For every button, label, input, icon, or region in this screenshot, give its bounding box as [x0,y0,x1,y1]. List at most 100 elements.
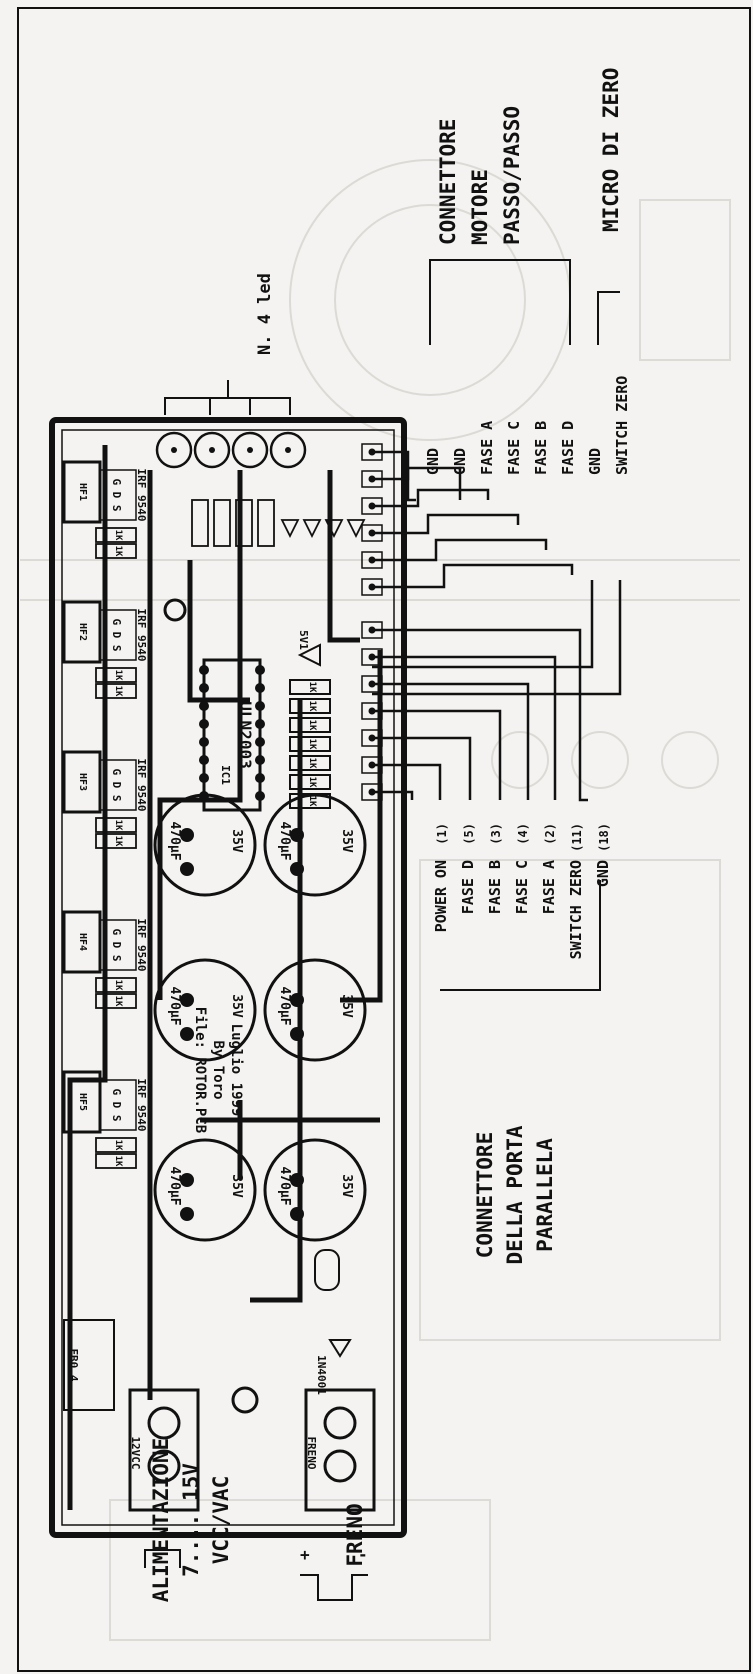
resistor-value: 1K [307,796,317,807]
led [155,431,193,469]
resistor [95,977,137,993]
motor-pin-label: GND [424,448,442,475]
fuse-label: FB0,4 [67,1348,80,1381]
ic-pin [199,791,209,801]
resistor-value: 1K [113,686,123,697]
header-pad [368,583,376,591]
resistor-value: 1K [307,701,317,712]
power-supply-label: ALIMENTAZIONE [149,1438,173,1602]
ic-pin [199,719,209,729]
resistor [95,543,137,559]
parallel-signal-name: POWER ON [432,860,450,932]
parallel-signal-name: FASE C [513,860,531,914]
mosfet-pins: G D S [110,618,123,651]
ic-pin [199,665,209,675]
header-pin [361,648,383,666]
motor-connector-title: PASSO/PASSO [500,106,524,245]
zero-bracket-left [597,291,620,345]
parallel-port-wires [372,628,588,802]
led-pad [171,447,177,453]
parallel-signal-name: FASE D [459,860,477,914]
motor-connector-wires [372,450,622,696]
terminal-block-freno [304,1388,376,1512]
capacitor-value: 470µF [167,986,182,1025]
screw-terminal [147,1449,181,1483]
led-pad [285,447,291,453]
capacitor-pad [290,1027,304,1041]
capacitor-pad [180,1027,194,1041]
ic-pin [199,755,209,765]
mosfet-ref: HF2 [77,623,88,641]
capacitor [153,958,257,1062]
header-pin [361,729,383,747]
ic-part-label: ULN2003 [236,701,255,768]
diode-icon [280,519,300,539]
ic-pin [255,737,265,747]
motor-connector-title: MOTORE [468,169,492,245]
header-pad [368,707,376,715]
header-pad [368,448,376,456]
capacitor-voltage: 35V [229,1174,244,1198]
motor-pin-label: FASE A [478,421,496,475]
header-pin [361,756,383,774]
capacitor-voltage: 35V [339,1174,354,1198]
parallel-pin-number: (4) [516,823,530,845]
pcb-traces [67,445,383,1510]
parallel-bracket [440,880,601,991]
capacitor-value: 470µF [277,986,292,1025]
capacitor-voltage: 35V [229,994,244,1018]
capacitor-pad [290,993,304,1007]
minus-sign: - [358,1545,368,1564]
resistor [257,499,275,547]
resistor-value: 1K [113,670,123,681]
header-pin [361,675,383,693]
capacitor-pad [290,862,304,876]
mosfet-heatsink [99,759,137,811]
motor-bracket [429,259,571,345]
mosfet-pins: G D S [110,928,123,961]
resistor-value: 1K [307,777,317,788]
header-pad [368,734,376,742]
resistor-value: 1K [113,1140,123,1151]
capacitor-pad [180,828,194,842]
capacitor-value: 470µF [167,821,182,860]
parallel-connector-title: DELLA PORTA [503,1125,527,1264]
header-pad [368,653,376,661]
mosfet-ref: HF4 [77,933,88,951]
ic-pin [255,701,265,711]
zener-diode-icon [297,643,321,667]
resistor [95,833,137,849]
mosfet-pins: G D S [110,478,123,511]
ic-pin [199,737,209,747]
ic-pin [255,683,265,693]
power-supply-label: 7.... 15V [179,1463,203,1577]
terminal-12v-label: 12VCC [129,1436,142,1469]
header-pin [361,551,383,569]
resistor [289,717,331,733]
resistor [95,527,137,543]
mosfet-heatsink [99,609,137,661]
capacitor-pad [180,993,194,1007]
capacitor-value: 470µF [167,1166,182,1205]
led-pad [209,447,215,453]
mosfet-heatsink [99,919,137,971]
fuse-holder [63,1319,115,1411]
resistor [95,993,137,1009]
zero-pin-label: GND [586,448,604,475]
resistor-value: 1K [307,682,317,693]
resistor [289,679,331,695]
mosfet-pins: G D S [110,1088,123,1121]
resistor [213,499,231,547]
parallel-signal-name: FASE B [486,860,504,914]
led-pad [247,447,253,453]
motor-pin-label: GND [451,448,469,475]
diode-icon [302,519,322,539]
zener-label: 5V1 [297,630,310,650]
capacitor-pad [290,1207,304,1221]
zero-switch-title: MICRO DI ZERO [599,68,623,232]
diode-icon [346,519,366,539]
header-pin [361,578,383,596]
mosfet-part: IRF 9540 [135,759,148,812]
pcb-inner-outline [61,429,395,1526]
power-bracket [144,1549,181,1568]
